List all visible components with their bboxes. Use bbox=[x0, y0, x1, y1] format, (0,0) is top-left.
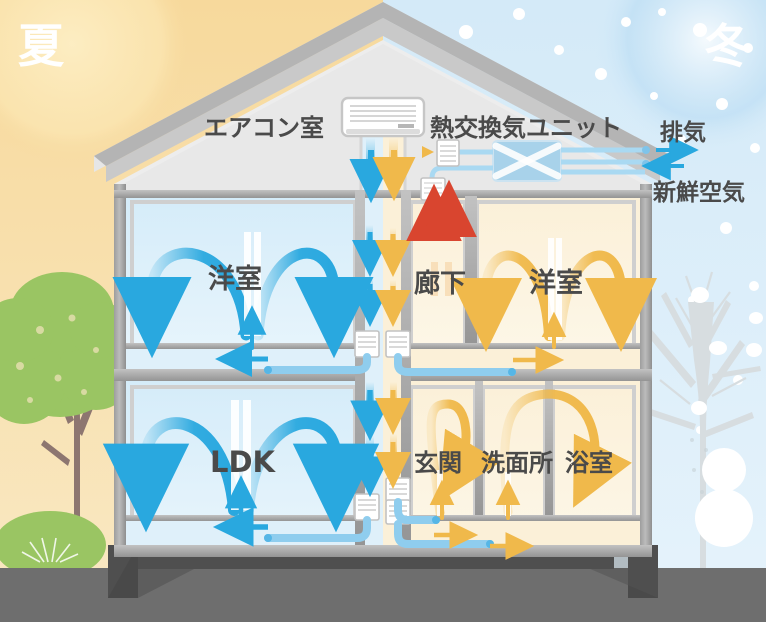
room-label-genkan: 玄関 bbox=[414, 449, 462, 477]
room-label-upper-right: 洋室 bbox=[529, 268, 583, 299]
room-label-upper-left: 洋室 bbox=[208, 264, 262, 295]
season-label-winter: 冬 bbox=[705, 19, 752, 73]
moon-glow bbox=[594, 0, 766, 152]
roof bbox=[94, 2, 672, 182]
flow-loop-lower-left bbox=[102, 400, 380, 533]
snowman bbox=[695, 448, 753, 547]
winter-tree bbox=[646, 271, 763, 568]
plenum-arrows-lower-right bbox=[434, 521, 535, 560]
label-heat-exchange-unit: 熱交換気ユニット bbox=[430, 114, 622, 142]
exterior-flow-arrows bbox=[641, 135, 699, 181]
heat-exchange-unit[interactable] bbox=[492, 140, 562, 182]
flow-loop-upper-right bbox=[450, 238, 657, 352]
exterior-ducts bbox=[561, 147, 645, 175]
ground-and-foundation bbox=[0, 545, 766, 622]
summer-bush bbox=[0, 511, 106, 579]
summer-tree bbox=[0, 272, 134, 579]
label-exhaust: 排気 bbox=[660, 119, 706, 146]
air-conditioner-unit[interactable] bbox=[340, 96, 426, 138]
season-label-summer: 夏 bbox=[18, 19, 65, 73]
flow-hot-corridor bbox=[406, 179, 477, 296]
room-label-corridor: 廊下 bbox=[414, 269, 466, 299]
snow-on-branches bbox=[691, 287, 763, 415]
attic-return-arrow bbox=[422, 146, 434, 158]
label-aircon-room: エアコン室 bbox=[204, 114, 324, 142]
shaft-warm-arrows bbox=[372, 138, 416, 489]
label-fresh-air: 新鮮空気 bbox=[652, 179, 745, 206]
room-label-lower-left: LDK bbox=[210, 445, 277, 479]
flow-loop-upper-left bbox=[112, 232, 374, 359]
sun-glow bbox=[0, 0, 192, 164]
room-label-washroom: 洗面所 bbox=[481, 449, 553, 477]
room-label-bathroom: 浴室 bbox=[565, 449, 613, 477]
internal-ducts bbox=[264, 353, 516, 548]
flow-loop-lower-right bbox=[426, 389, 632, 520]
